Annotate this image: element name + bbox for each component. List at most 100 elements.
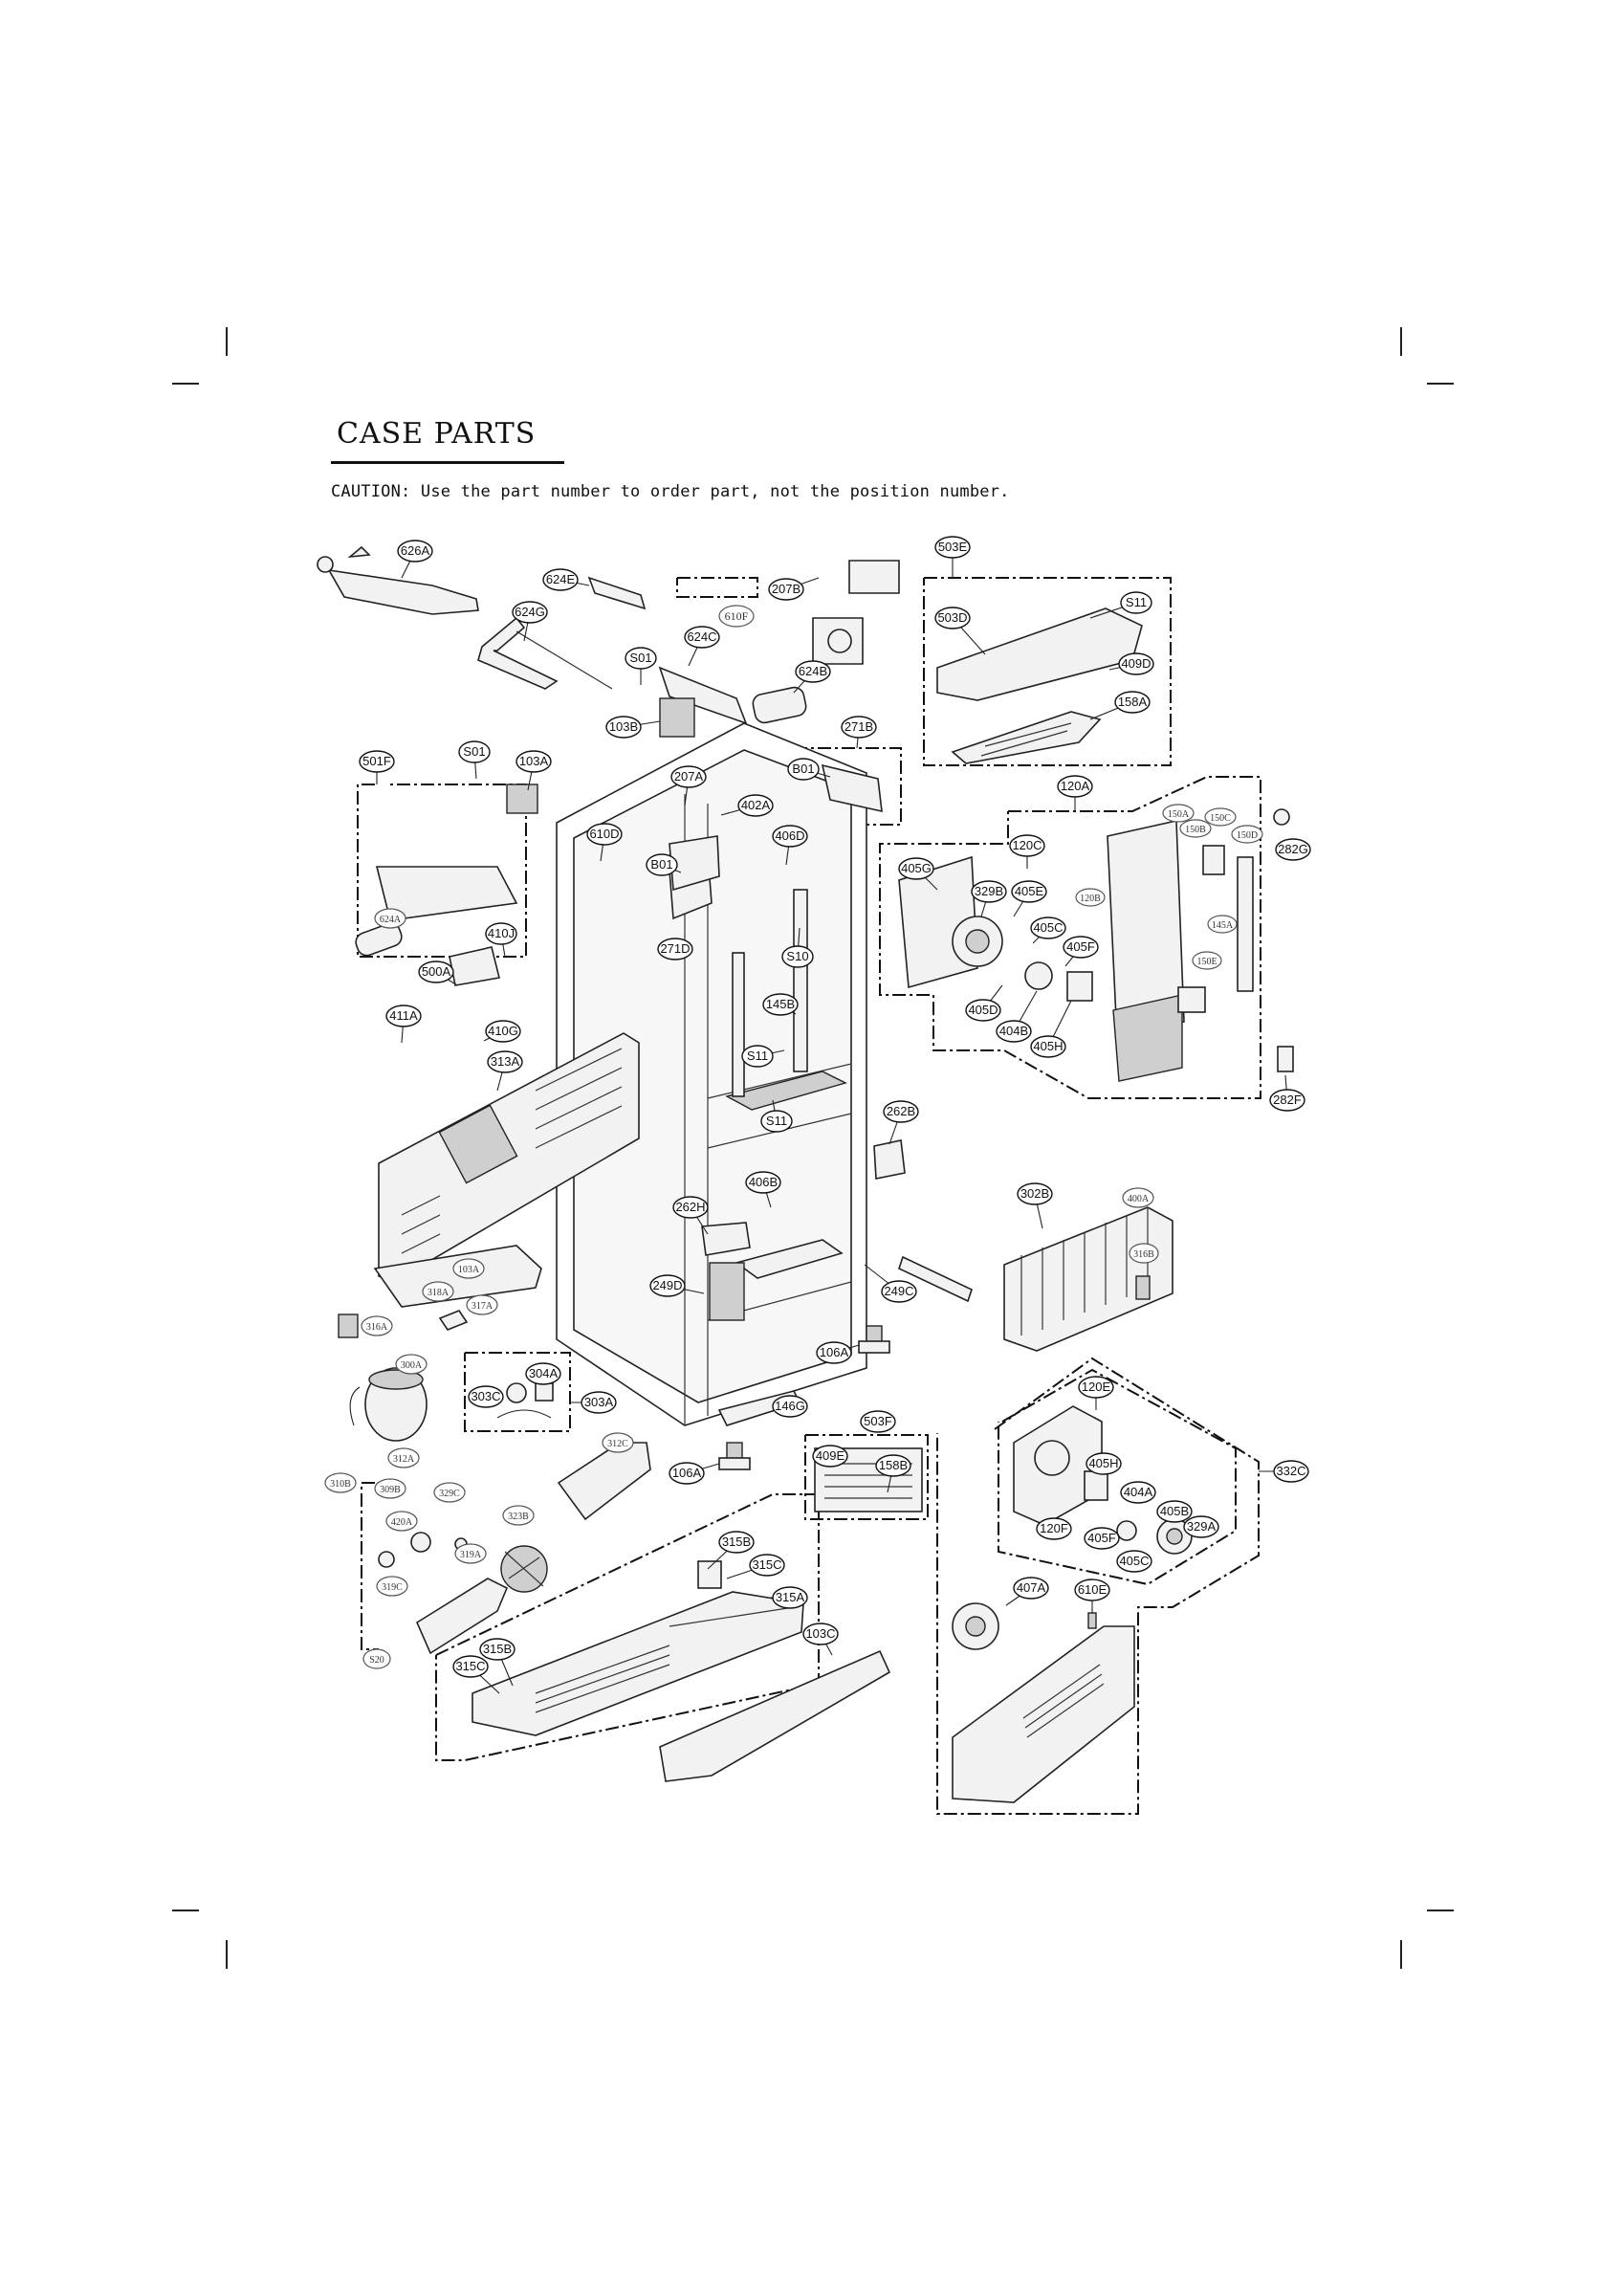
callout-411A: 411A — [385, 1004, 422, 1044]
svg-text:150E: 150E — [1196, 957, 1217, 967]
callout-315A: 315A — [765, 1586, 808, 1609]
callout-610D: 610D — [586, 823, 623, 862]
svg-text:315B: 315B — [483, 1642, 512, 1656]
svg-text:503E: 503E — [938, 540, 968, 554]
group-outline-610F — [676, 577, 758, 598]
caution-note: CAUTION: Use the part number to order pa… — [331, 482, 1010, 501]
callout-407A: 407A — [1005, 1577, 1049, 1606]
callout-332C: 332C — [1259, 1460, 1309, 1483]
svg-text:624C: 624C — [687, 629, 716, 644]
svg-text:315B: 315B — [722, 1534, 751, 1549]
svg-text:404B: 404B — [999, 1024, 1028, 1038]
svg-text:405B: 405B — [1160, 1504, 1189, 1518]
callout-405C: 405C — [1030, 916, 1066, 944]
callout-158B: 158B — [875, 1454, 911, 1493]
svg-text:411A: 411A — [389, 1008, 418, 1023]
group-outline-120A — [879, 776, 1261, 1099]
svg-text:409D: 409D — [1121, 656, 1151, 671]
svg-text:315C: 315C — [752, 1557, 781, 1572]
callout-309B: 309B — [374, 1478, 406, 1499]
svg-text:282F: 282F — [1273, 1093, 1302, 1107]
callout-409D: 409D — [1108, 652, 1154, 675]
fan-motor — [952, 1405, 1193, 1650]
svg-text:S11: S11 — [1126, 595, 1147, 609]
svg-text:150C: 150C — [1210, 813, 1231, 824]
svg-text:400A: 400A — [1128, 1194, 1150, 1204]
callout-317A: 317A — [466, 1294, 498, 1315]
callout-404A: 404A — [1120, 1481, 1156, 1504]
door-hinge — [701, 1139, 906, 1256]
callout-624B: 624B — [793, 660, 831, 694]
svg-text:312C: 312C — [607, 1439, 628, 1449]
callout-329C: 329C — [433, 1482, 466, 1503]
svg-text:103C: 103C — [805, 1626, 835, 1641]
svg-text:103A: 103A — [519, 754, 549, 768]
callout-316B: 316B — [1129, 1243, 1159, 1264]
svg-text:150A: 150A — [1168, 809, 1190, 820]
svg-text:405E: 405E — [1015, 884, 1044, 898]
callout-303C: 303C — [468, 1385, 504, 1408]
svg-text:262H: 262H — [675, 1200, 705, 1214]
callout-315B: 315B — [707, 1531, 755, 1570]
callout-400A: 400A — [1122, 1187, 1154, 1208]
svg-text:410J: 410J — [488, 926, 515, 940]
callout-503F: 503F — [860, 1410, 896, 1433]
callout-312A: 312A — [387, 1447, 420, 1468]
svg-text:S20: S20 — [369, 1655, 384, 1666]
callout-103A-b: 103A — [452, 1258, 485, 1279]
svg-text:120F: 120F — [1040, 1521, 1068, 1535]
group-outline-503E — [923, 577, 1172, 766]
svg-text:500A: 500A — [422, 964, 451, 979]
condenser — [496, 1382, 651, 1593]
callout-302B: 302B — [1017, 1182, 1053, 1229]
refrigerator-cabinet — [556, 722, 867, 1426]
pcb-board — [375, 560, 900, 986]
callout-406B: 406B — [745, 1171, 781, 1208]
callout-405B: 405B — [1156, 1500, 1193, 1523]
callout-405F: 405F — [1063, 936, 1099, 967]
callout-503D: 503D — [934, 607, 986, 655]
compressor — [338, 1310, 469, 1442]
svg-text:249D: 249D — [652, 1278, 682, 1292]
lamp-assembly — [477, 616, 748, 814]
svg-text:405H: 405H — [1033, 1039, 1063, 1053]
svg-text:402A: 402A — [741, 798, 771, 812]
callout-207A: 207A — [670, 765, 707, 806]
svg-text:304A: 304A — [529, 1366, 559, 1380]
svg-text:207B: 207B — [772, 582, 801, 596]
callout-S10: S10 — [781, 927, 814, 968]
svg-text:S11: S11 — [747, 1049, 768, 1063]
group-outline-501F — [357, 784, 527, 958]
callout-120A: 120A — [1057, 775, 1093, 811]
callout-S11: S11 — [1089, 591, 1152, 619]
callout-315C: 315C — [726, 1554, 785, 1579]
group-outline-303 — [464, 1352, 571, 1432]
callout-420A: 420A — [385, 1511, 418, 1532]
group-outline-309B — [361, 1482, 379, 1650]
callout-312C: 312C — [602, 1432, 634, 1453]
svg-text:405G: 405G — [901, 861, 932, 875]
callout-120B: 120B — [1075, 888, 1106, 907]
svg-text:626A: 626A — [401, 543, 430, 558]
water-filter — [355, 576, 807, 957]
callout-402A: 402A — [720, 794, 774, 817]
svg-text:145A: 145A — [1212, 920, 1234, 931]
svg-text:406D: 406D — [775, 828, 804, 843]
crop-mark — [226, 327, 228, 356]
callout-282G: 282G — [1275, 838, 1311, 861]
callout-409E: 409E — [812, 1445, 848, 1468]
callout-S20: S20 — [362, 1648, 391, 1669]
group-outline-503F — [804, 1434, 929, 1520]
leveling-foot — [718, 1325, 890, 1470]
svg-text:271B: 271B — [844, 719, 873, 734]
svg-text:610F: 610F — [725, 609, 749, 623]
callout-316A: 316A — [361, 1315, 393, 1336]
crossbar — [373, 1245, 973, 1308]
svg-text:S01: S01 — [629, 651, 651, 665]
callout-145A: 145A — [1207, 915, 1238, 934]
svg-text:262B: 262B — [887, 1104, 915, 1118]
callout-158A: 158A — [1089, 691, 1151, 720]
svg-text:610D: 610D — [589, 827, 619, 841]
crop-mark — [172, 383, 199, 385]
crop-mark — [226, 1940, 228, 1969]
